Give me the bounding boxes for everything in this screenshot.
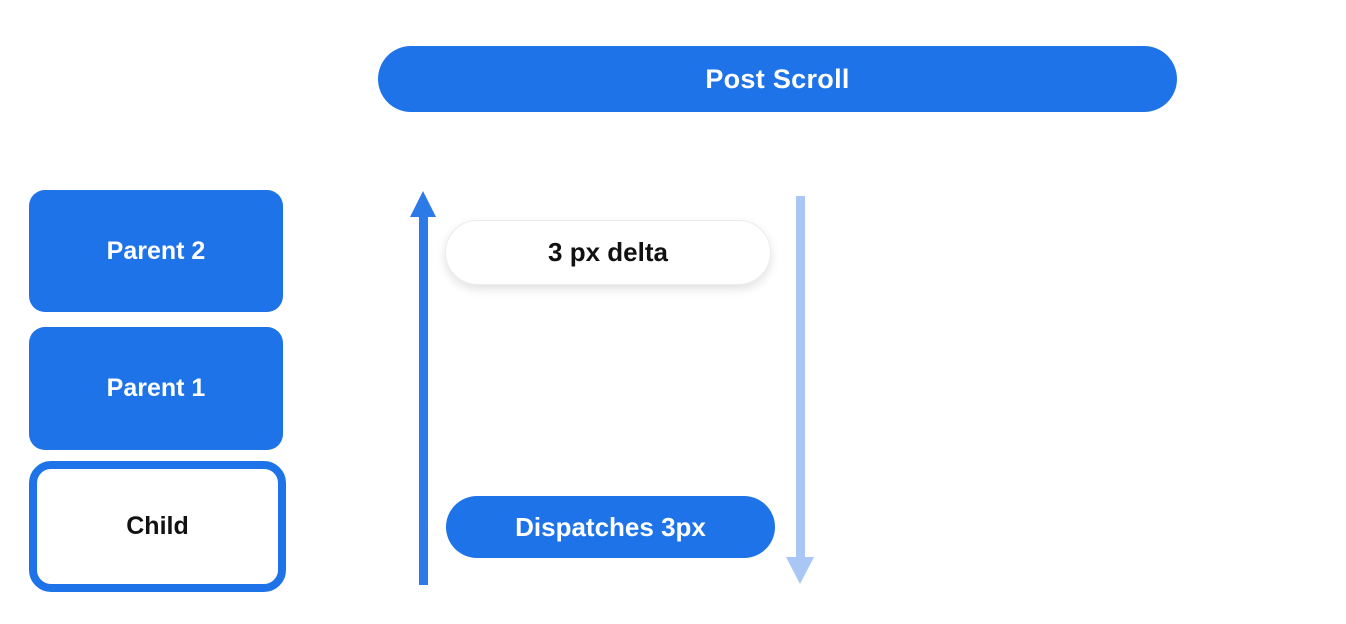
delta-badge: 3 px delta [445,220,771,285]
dispatch-badge: Dispatches 3px [446,496,775,558]
child-label: Child [126,512,189,540]
parent-1-label: Parent 1 [106,374,206,402]
arrow-down-shaft [796,196,805,559]
arrow-up-shaft [419,214,428,585]
child-box: Child [29,461,286,592]
arrow-down-head-icon [786,557,814,584]
parent-1-box: Parent 1 [29,327,283,450]
arrow-up-head-icon [410,191,436,217]
post-scroll-header: Post Scroll [378,46,1177,112]
parent-2-label: Parent 2 [106,236,206,265]
parent-2-box: Parent 2 [29,190,283,312]
